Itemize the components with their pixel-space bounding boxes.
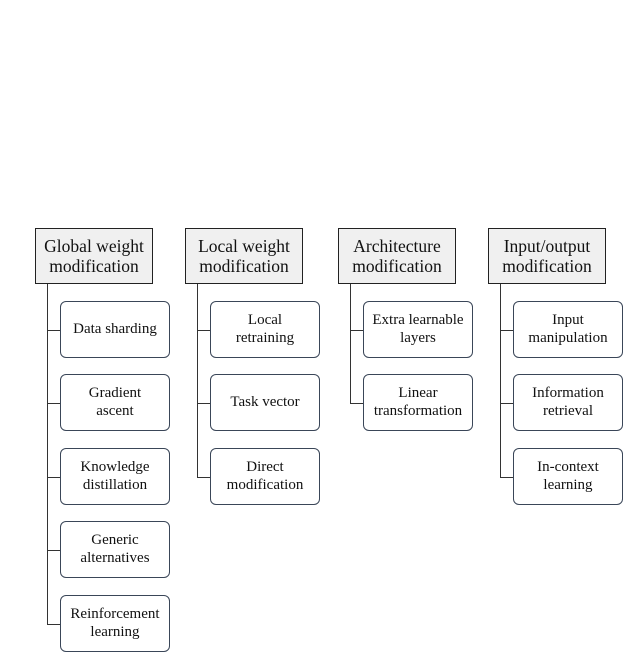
method-generic-alternatives: Generic alternatives — [60, 521, 170, 578]
category-header: Local weight modification — [185, 228, 303, 284]
method-input-manipulation: Input manipulation — [513, 301, 623, 358]
branch-line — [47, 550, 60, 551]
method-gradient-ascent: Gradient ascent — [60, 374, 170, 431]
branch-line — [197, 403, 210, 404]
method-data-sharding: Data sharding — [60, 301, 170, 358]
branch-line — [47, 330, 60, 331]
category-header: Architecture modification — [338, 228, 456, 284]
method-local-retraining: Local retraining — [210, 301, 320, 358]
tree-trunk-line — [197, 284, 198, 478]
branch-line — [500, 477, 513, 478]
branch-line — [197, 477, 210, 478]
tree-trunk-line — [350, 284, 351, 404]
branch-line — [500, 330, 513, 331]
branch-line — [197, 330, 210, 331]
method-knowledge-distillation: Knowledge distillation — [60, 448, 170, 505]
branch-line — [47, 624, 60, 625]
tree-trunk-line — [47, 284, 48, 625]
method-task-vector: Task vector — [210, 374, 320, 431]
method-in-context-learning: In-context learning — [513, 448, 623, 505]
method-direct-modification: Direct modification — [210, 448, 320, 505]
tree-trunk-line — [500, 284, 501, 478]
branch-line — [47, 477, 60, 478]
method-reinforcement-learning: Reinforcement learning — [60, 595, 170, 652]
category-header: Global weight modification — [35, 228, 153, 284]
branch-line — [47, 403, 60, 404]
method-linear-transformation: Linear transformation — [363, 374, 473, 431]
method-extra-learnable-layers: Extra learnable layers — [363, 301, 473, 358]
branch-line — [350, 403, 363, 404]
branch-line — [500, 403, 513, 404]
method-information-retrieval: Information retrieval — [513, 374, 623, 431]
category-header: Input/output modification — [488, 228, 606, 284]
branch-line — [350, 330, 363, 331]
